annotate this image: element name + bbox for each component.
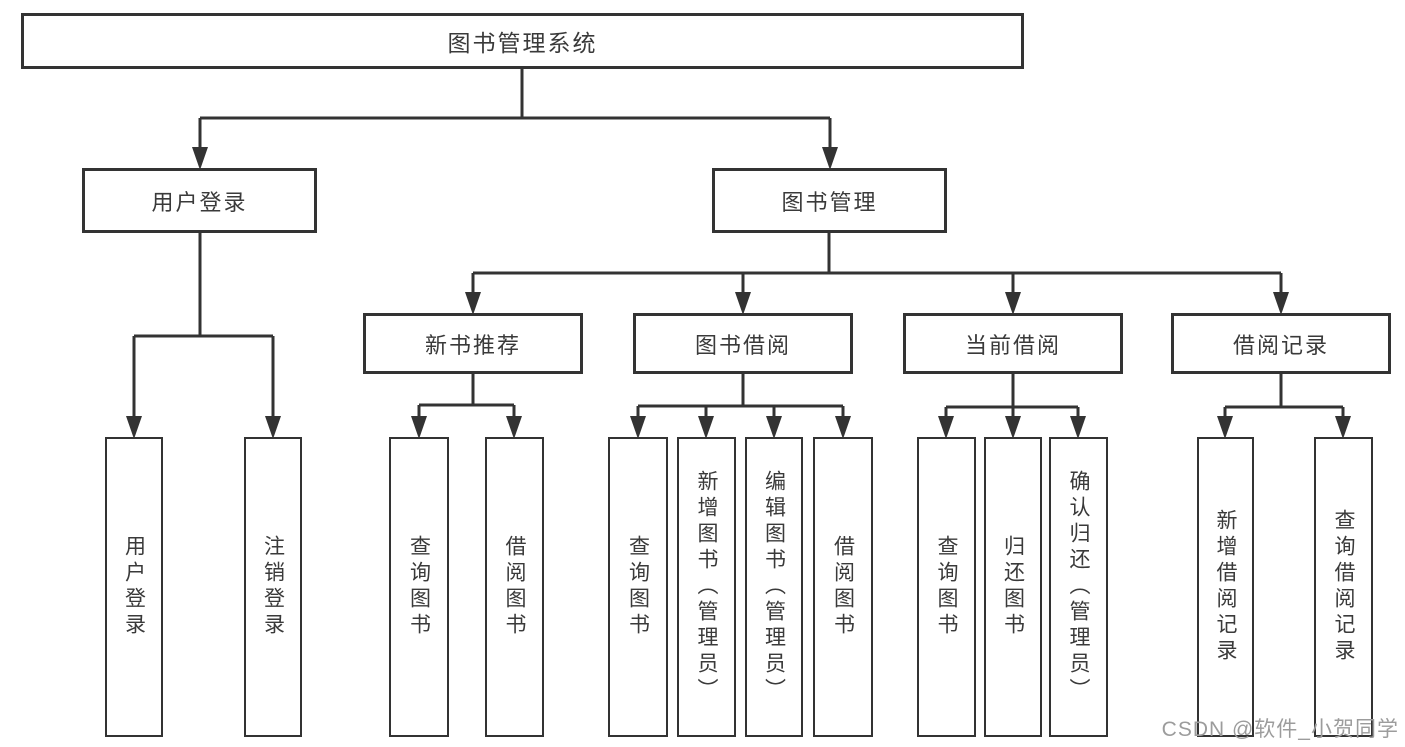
node-label: 新增图书（管理员） bbox=[695, 470, 718, 704]
node-label: 查询借阅记录 bbox=[1332, 509, 1355, 665]
node-label: 图书管理 bbox=[781, 189, 878, 215]
connector-borrow-record bbox=[1223, 374, 1345, 418]
leaf-borrow-books-1: 借阅图书 bbox=[485, 437, 544, 737]
node-library-system: 图书管理系统 bbox=[21, 13, 1024, 69]
node-label: 查询图书 bbox=[407, 535, 431, 639]
node-new-book-recommend: 新书推荐 bbox=[363, 313, 583, 374]
node-label: 注销登录 bbox=[261, 535, 285, 639]
arrowheads bbox=[126, 147, 1351, 439]
node-label: 借阅记录 bbox=[1232, 332, 1329, 358]
connector-book-mgmt bbox=[471, 233, 1283, 294]
leaf-return-books: 归还图书 bbox=[984, 437, 1042, 737]
node-book-management: 图书管理 bbox=[712, 168, 947, 233]
connector-current-borrow bbox=[944, 374, 1080, 418]
connector-root bbox=[198, 69, 832, 150]
node-label: 借阅图书 bbox=[831, 535, 855, 639]
node-current-borrowing: 当前借阅 bbox=[903, 313, 1123, 374]
connector-book-borrow bbox=[636, 374, 845, 418]
leaf-query-borrow-record: 查询借阅记录 bbox=[1314, 437, 1373, 737]
node-label: 图书管理系统 bbox=[447, 30, 598, 56]
leaf-logout: 注销登录 bbox=[244, 437, 302, 737]
leaf-add-books-admin: 新增图书（管理员） bbox=[677, 437, 736, 737]
node-label: 查询图书 bbox=[935, 535, 958, 639]
node-label: 借阅图书 bbox=[503, 535, 526, 639]
connector-new-book bbox=[417, 374, 516, 418]
leaf-edit-books-admin: 编辑图书（管理员） bbox=[745, 437, 803, 737]
node-user-login: 用户登录 bbox=[82, 168, 317, 233]
node-label: 编辑图书（管理员） bbox=[762, 470, 786, 704]
node-label: 用户登录 bbox=[151, 189, 248, 215]
node-book-borrowing: 图书借阅 bbox=[633, 313, 853, 374]
leaf-query-books-1: 查询图书 bbox=[389, 437, 449, 737]
leaf-query-books-3: 查询图书 bbox=[917, 437, 976, 737]
leaf-confirm-return-admin: 确认归还（管理员） bbox=[1049, 437, 1108, 737]
node-label: 新增借阅记录 bbox=[1214, 509, 1237, 665]
node-label: 确认归还（管理员） bbox=[1067, 470, 1090, 704]
node-label: 归还图书 bbox=[1001, 535, 1025, 639]
node-label: 当前借阅 bbox=[964, 332, 1061, 358]
connector-user-login bbox=[132, 233, 275, 418]
leaf-user-login: 用户登录 bbox=[105, 437, 163, 737]
leaf-add-borrow-record: 新增借阅记录 bbox=[1197, 437, 1254, 737]
leaf-query-books-2: 查询图书 bbox=[608, 437, 668, 737]
node-label: 新书推荐 bbox=[424, 332, 521, 358]
node-label: 用户登录 bbox=[122, 535, 146, 639]
watermark-text: CSDN @软件_小贺同学 bbox=[1161, 718, 1399, 741]
leaf-borrow-books-2: 借阅图书 bbox=[813, 437, 873, 737]
node-label: 查询图书 bbox=[626, 535, 650, 639]
node-borrowing-records: 借阅记录 bbox=[1171, 313, 1391, 374]
node-label: 图书借阅 bbox=[694, 332, 791, 358]
